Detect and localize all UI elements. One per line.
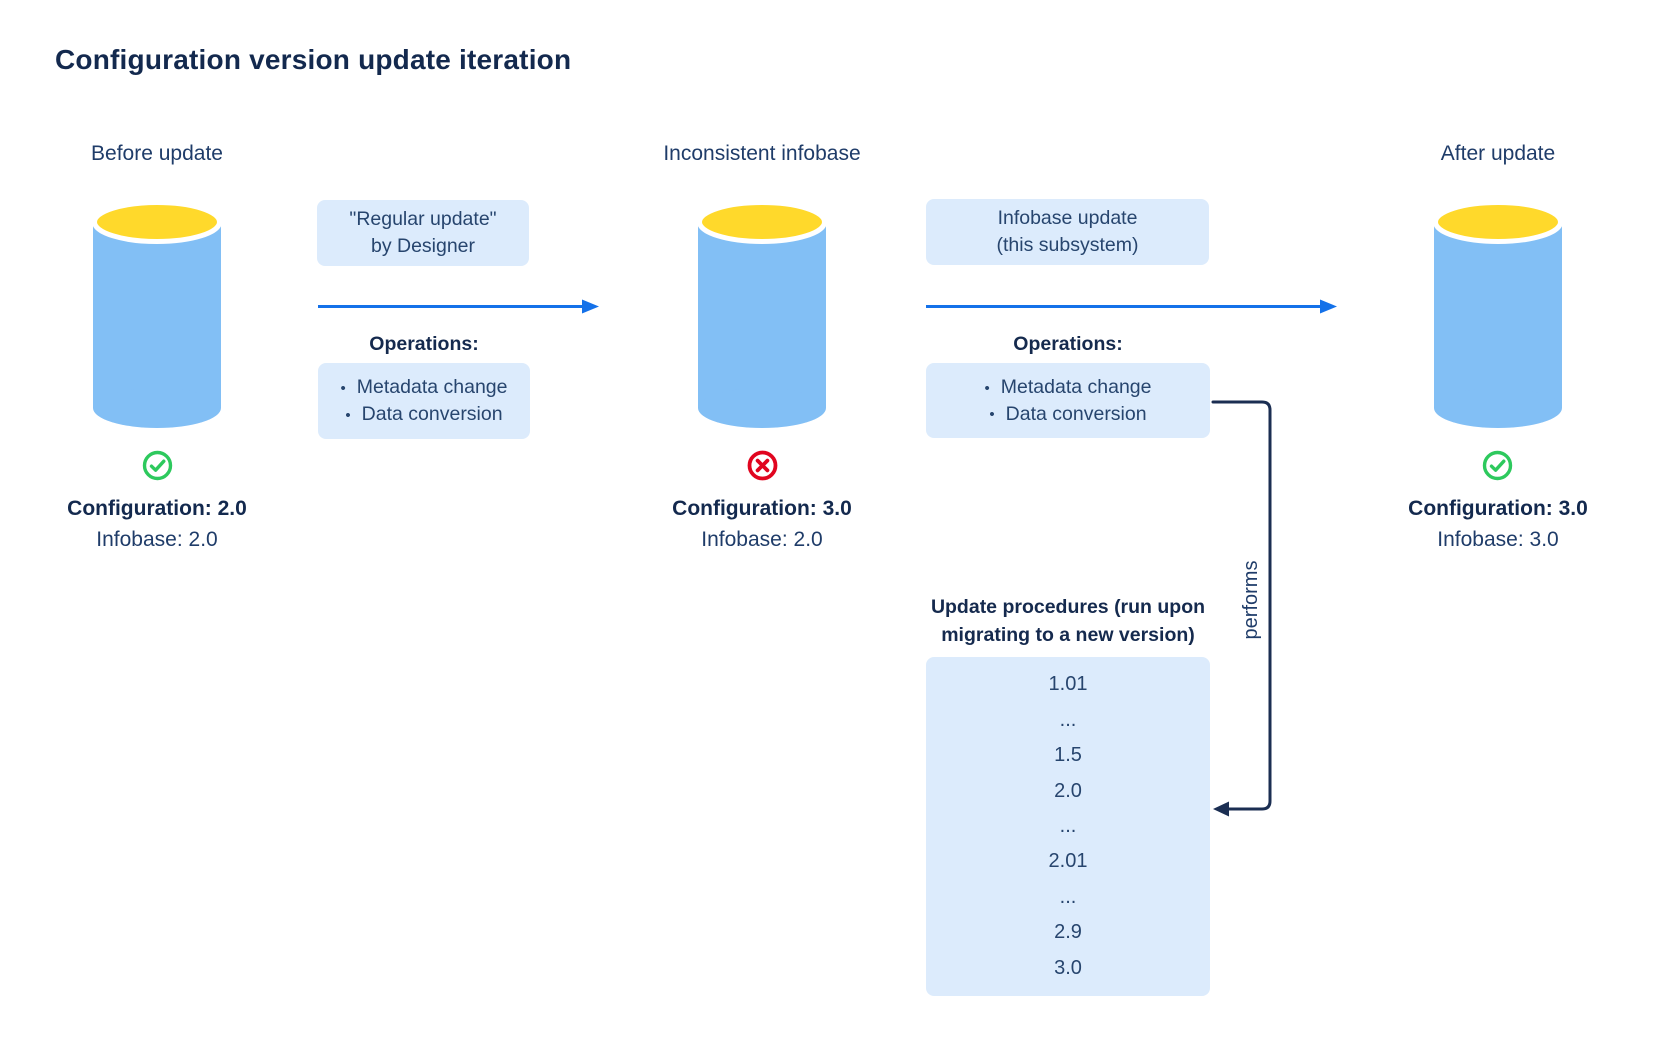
version-list-item: ... [1059, 708, 1077, 731]
regular-update-box: "Regular update" by Designer [317, 200, 529, 266]
column-label-inconsistent-infobase: Inconsistent infobase [663, 142, 861, 165]
configuration-version-text: Configuration: 3.0 [1408, 497, 1588, 520]
bullet-icon: • [345, 406, 351, 424]
infobase-version-text: Infobase: 2.0 [96, 528, 218, 551]
operation-label: Metadata change [356, 376, 508, 399]
database-cylinder-icon [1434, 200, 1562, 428]
status-error-icon [747, 450, 778, 481]
operation-label: Data conversion [1005, 402, 1147, 425]
operation-item: • Metadata change [985, 374, 1152, 401]
database-cylinder-icon [93, 200, 221, 428]
update-procedures-heading-line2: migrating to a new version) [941, 624, 1195, 646]
version-list-item: ... [1059, 885, 1077, 908]
operations-heading: Operations: [369, 333, 479, 355]
status-ok-icon [142, 450, 173, 481]
operations-heading: Operations: [1013, 333, 1123, 355]
version-list-item: 1.01 [1048, 673, 1088, 696]
performs-label: performs [1240, 560, 1262, 640]
infobase-update-line2: (this subsystem) [996, 234, 1139, 256]
configuration-version-text: Configuration: 3.0 [672, 497, 852, 520]
update-procedures-list: 1.01 ... 1.5 2.0 ... 2.01 ... 2.9 3.0 [926, 657, 1210, 996]
version-list-item: 2.01 [1048, 850, 1088, 873]
infobase-update-box: Infobase update (this subsystem) [926, 199, 1209, 265]
regular-update-line1: "Regular update" [349, 208, 497, 231]
performs-connector-arrow [1211, 400, 1272, 817]
database-cylinder-icon [698, 200, 826, 428]
operation-item: • Metadata change [341, 374, 508, 401]
bullet-icon: • [340, 380, 346, 398]
operation-item: • Data conversion [989, 401, 1146, 428]
version-list-item: 2.9 [1054, 921, 1082, 944]
page-title: Configuration version update iteration [55, 44, 572, 75]
status-ok-icon [1482, 450, 1513, 481]
version-list-item: ... [1059, 814, 1077, 837]
operations-box: • Metadata change • Data conversion [926, 363, 1210, 438]
update-procedures-heading-line1: Update procedures (run upon [930, 596, 1206, 618]
operations-box: • Metadata change • Data conversion [318, 363, 530, 439]
bullet-icon: • [984, 379, 990, 397]
operation-label: Metadata change [1000, 375, 1152, 398]
infobase-version-text: Infobase: 2.0 [701, 528, 823, 551]
version-list-item: 3.0 [1054, 956, 1082, 979]
regular-update-line2: by Designer [370, 235, 476, 257]
infobase-version-text: Infobase: 3.0 [1437, 528, 1559, 551]
update-arrow-icon [318, 299, 599, 314]
infobase-update-line1: Infobase update [997, 207, 1138, 230]
operation-label: Data conversion [361, 403, 503, 425]
update-arrow-icon [926, 299, 1337, 314]
update-procedures-heading: Update procedures (run upon migrating to… [926, 593, 1210, 649]
version-list-item: 2.0 [1054, 779, 1082, 802]
column-label-after-update: After update [1440, 142, 1556, 165]
operation-item: • Data conversion [345, 401, 502, 428]
column-label-before-update: Before update [91, 142, 223, 165]
bullet-icon: • [989, 406, 995, 424]
version-list-item: 1.5 [1054, 744, 1082, 767]
configuration-version-text: Configuration: 2.0 [67, 497, 247, 520]
